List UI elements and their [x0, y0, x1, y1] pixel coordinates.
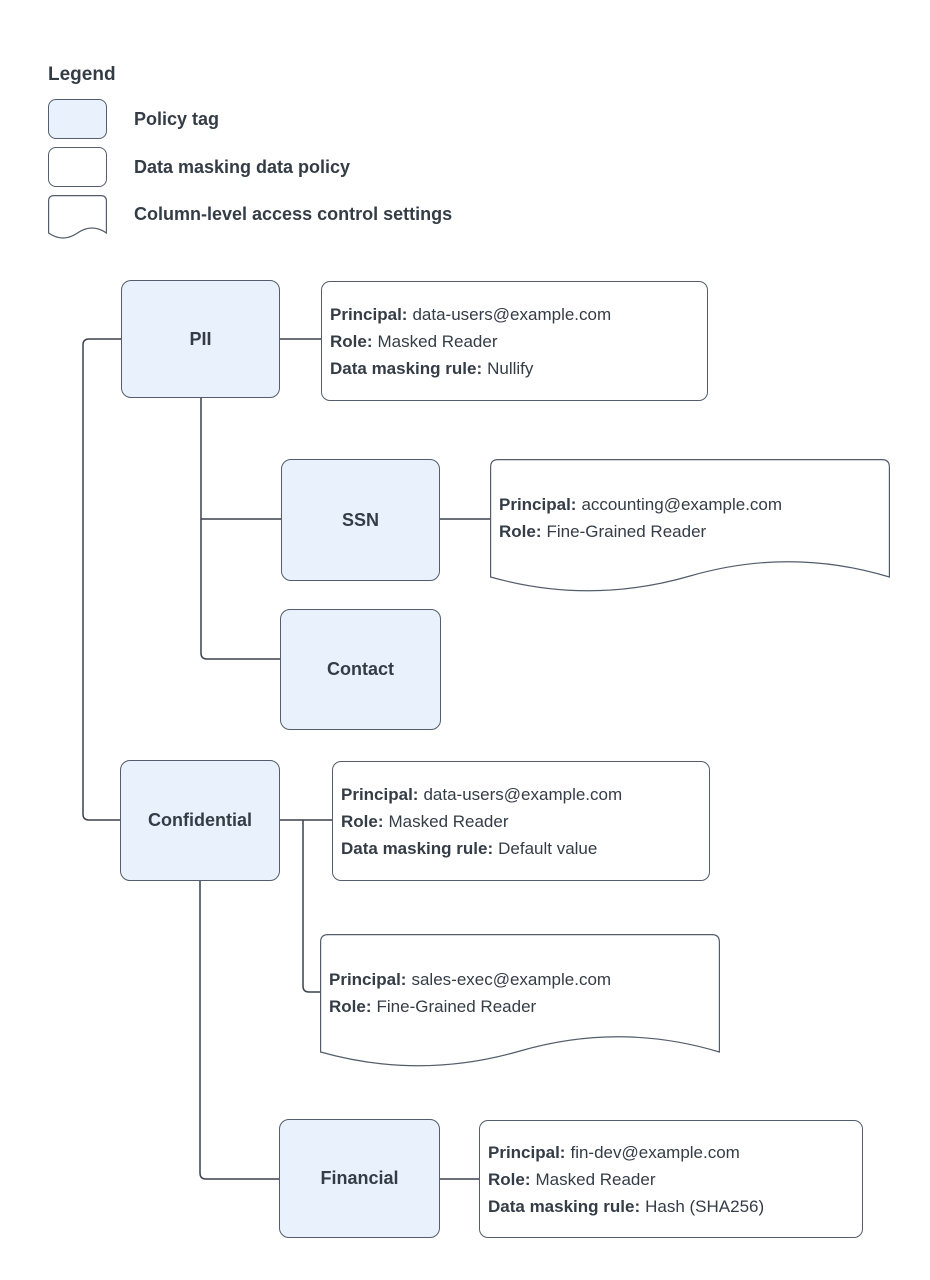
field-value: sales-exec@example.com	[411, 970, 612, 989]
legend-item-policy-tag: Policy tag	[48, 99, 452, 139]
connector-confidential-to-financial	[199, 881, 279, 1180]
document-swatch	[48, 195, 107, 239]
legend-label-column-access: Column-level access control settings	[134, 204, 453, 224]
access-settings-text: Principal:sales-exec@example.com Role:Fi…	[320, 934, 720, 1052]
policy-tag-label: Financial	[320, 1168, 399, 1188]
policy-tag-confidential: Confidential	[120, 760, 280, 881]
field-label: Role:	[488, 1169, 531, 1189]
policy-field: Role:Fine-Grained Reader	[499, 518, 890, 545]
legend-title: Legend	[48, 64, 116, 85]
policy-tag-swatch	[48, 99, 107, 139]
policy-tag-pii: PII	[121, 280, 280, 398]
field-label: Principal:	[499, 495, 577, 514]
field-value: Fine-Grained Reader	[546, 522, 707, 541]
field-label: Role:	[329, 997, 372, 1016]
legend-label-policy-tag: Policy tag	[134, 108, 220, 129]
connector-pii-to-contact	[200, 398, 280, 660]
connector-confidential-to-access	[302, 820, 320, 993]
field-value: Nullify	[487, 358, 534, 378]
field-label: Role:	[499, 522, 542, 541]
field-value: data-users@example.com	[412, 304, 612, 324]
field-label: Role:	[330, 331, 373, 351]
field-value: Masked Reader	[377, 331, 498, 351]
data-policy-financial: Principal:fin-dev@example.com Role:Maske…	[479, 1120, 863, 1238]
policy-field: Role:Masked Reader	[341, 808, 701, 835]
policy-field: Role:Masked Reader	[330, 328, 699, 355]
field-label: Data masking rule:	[488, 1196, 641, 1216]
policy-field: Principal:data-users@example.com	[341, 781, 701, 808]
policy-field: Role:Fine-Grained Reader	[329, 993, 720, 1020]
field-value: Fine-Grained Reader	[376, 997, 537, 1016]
data-policy-pii: Principal:data-users@example.com Role:Ma…	[321, 281, 708, 401]
field-value: Masked Reader	[535, 1169, 656, 1189]
policy-tag-label: PII	[189, 328, 212, 349]
policy-field: Role:Masked Reader	[488, 1166, 854, 1193]
field-label: Data masking rule:	[341, 838, 494, 858]
policy-field: Principal:data-users@example.com	[330, 301, 699, 328]
access-settings-ssn: Principal:accounting@example.com Role:Fi…	[490, 459, 890, 607]
policy-field: Principal:fin-dev@example.com	[488, 1139, 854, 1166]
policy-tag-label: Confidential	[148, 810, 252, 830]
document-outline	[320, 934, 720, 1067]
field-label: Principal:	[341, 784, 419, 804]
policy-field: Principal:sales-exec@example.com	[329, 966, 720, 993]
policy-field: Data masking rule:Default value	[341, 835, 701, 862]
policy-field: Data masking rule:Nullify	[330, 355, 699, 382]
field-label: Data masking rule:	[330, 358, 483, 378]
field-value: data-users@example.com	[423, 784, 623, 804]
field-value: Hash (SHA256)	[645, 1196, 765, 1216]
legend-item-data-policy: Data masking data policy	[48, 147, 452, 187]
field-value: Masked Reader	[388, 811, 509, 831]
policy-tag-ssn: SSN	[281, 459, 440, 581]
field-label: Role:	[341, 811, 384, 831]
policy-tag-contact: Contact	[280, 609, 441, 730]
policy-tag-financial: Financial	[279, 1119, 440, 1238]
policy-field: Principal:accounting@example.com	[499, 491, 890, 518]
data-policy-confidential: Principal:data-users@example.com Role:Ma…	[332, 761, 710, 881]
legend-label-data-policy: Data masking data policy	[134, 156, 351, 177]
legend: Legend Policy tag Data masking data poli…	[48, 64, 452, 253]
policy-tag-label: Contact	[327, 659, 394, 679]
policy-field: Data masking rule:Hash (SHA256)	[488, 1193, 854, 1220]
field-label: Principal:	[488, 1142, 566, 1162]
field-value: Default value	[498, 838, 598, 858]
field-value: accounting@example.com	[581, 495, 783, 514]
field-label: Principal:	[330, 304, 408, 324]
data-policy-swatch	[48, 147, 107, 187]
access-settings-confidential: Principal:sales-exec@example.com Role:Fi…	[320, 934, 720, 1082]
field-label: Principal:	[329, 970, 407, 989]
connector-pii-to-confidential	[82, 338, 121, 821]
field-value: fin-dev@example.com	[570, 1142, 740, 1162]
legend-item-column-access: Column-level access control settings	[48, 195, 452, 245]
document-outline	[490, 459, 890, 592]
access-settings-text: Principal:accounting@example.com Role:Fi…	[490, 459, 890, 577]
policy-tag-label: SSN	[341, 509, 379, 530]
